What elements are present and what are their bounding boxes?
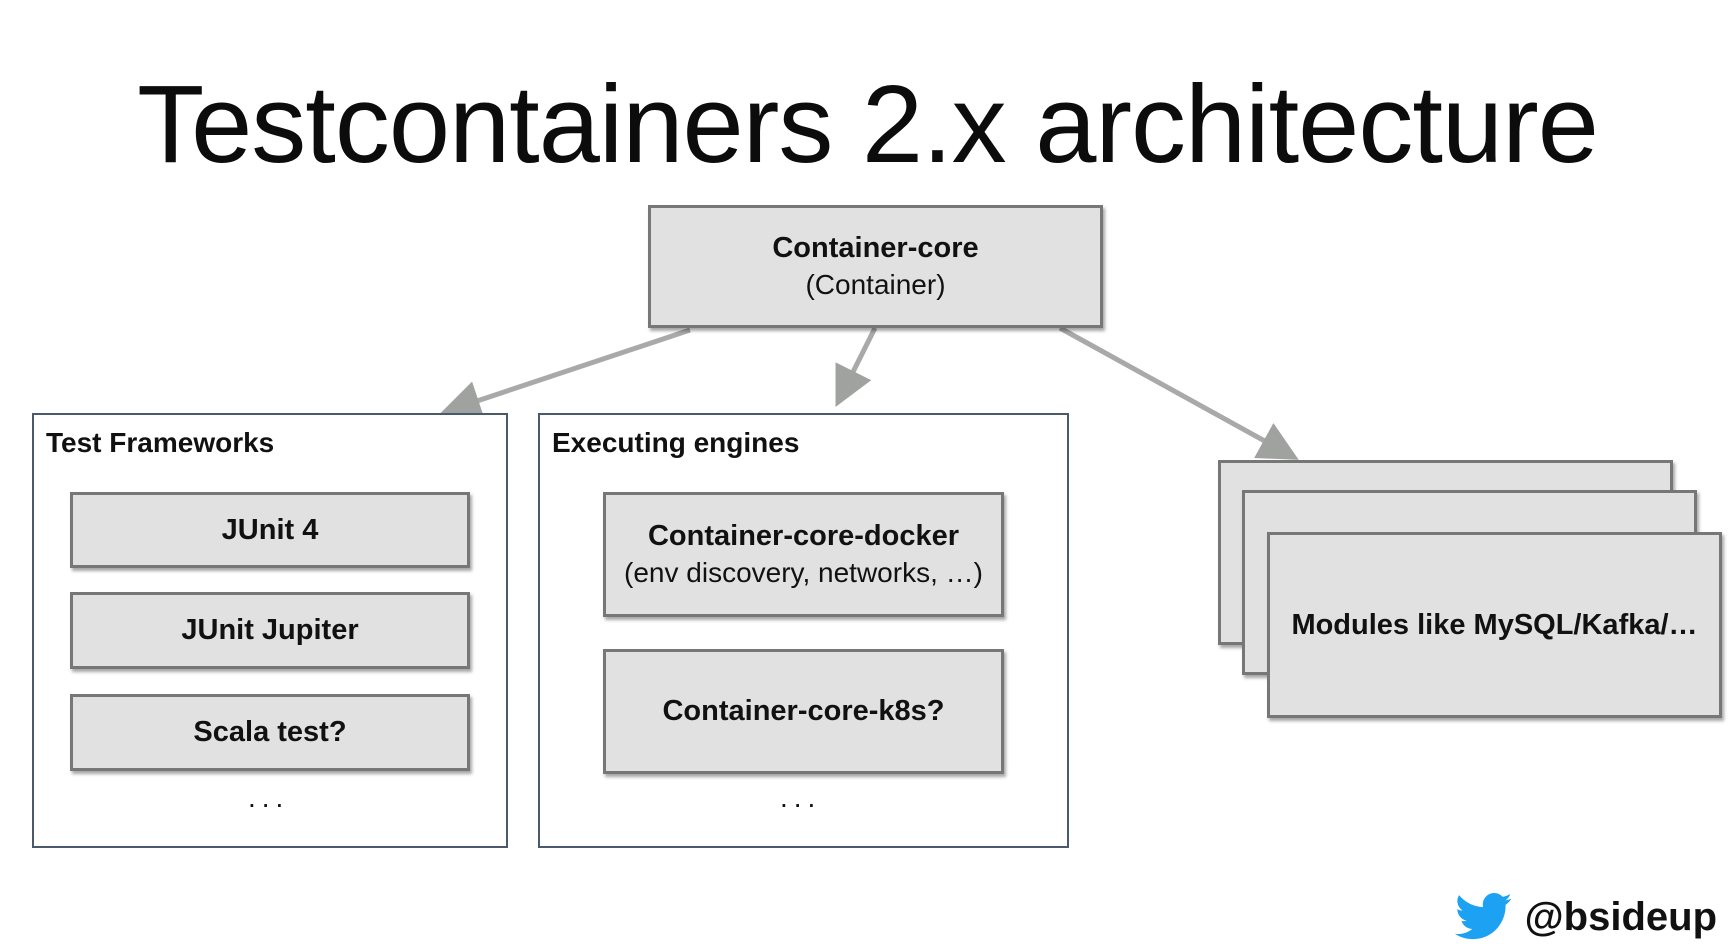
container-core-subtitle: (Container) <box>805 269 946 300</box>
container-core-docker-subtitle: (env discovery, networks, …) <box>624 557 983 588</box>
module-stack-front: Modules like MySQL/Kafka/… <box>1267 532 1722 718</box>
container-core-box: Container-core (Container) <box>648 205 1103 328</box>
container-core-docker-title: Container-core-docker <box>647 520 959 552</box>
twitter-handle-text: @bsideup <box>1524 894 1717 939</box>
container-core-title: Container-core <box>772 232 979 264</box>
twitter-bird-icon <box>1454 893 1512 940</box>
arrow-core-to-executing-engines <box>835 326 878 407</box>
framework-label: JUnit 4 <box>221 513 319 546</box>
test-frameworks-label: Test Frameworks <box>46 427 275 458</box>
executing-engines-ellipsis: ... <box>780 782 822 813</box>
twitter-handle: @bsideup <box>1454 893 1717 941</box>
modules-label: Modules like MySQL/Kafka/… <box>1291 608 1698 641</box>
container-core-k8s-title: Container-core-k8s? <box>662 695 945 727</box>
framework-label: JUnit Jupiter <box>181 614 359 646</box>
container-core-docker-box: Container-core-docker (env discovery, ne… <box>603 492 1004 617</box>
executing-engines-label: Executing engines <box>552 427 800 458</box>
test-frameworks-ellipsis: ... <box>248 782 290 813</box>
framework-label: Scala test? <box>193 716 347 748</box>
framework-junit-jupiter-box: JUnit Jupiter <box>70 592 470 669</box>
slide-title: Testcontainers 2.x architecture <box>137 63 1599 186</box>
arrow-core-to-modules <box>1058 325 1299 460</box>
arrow-core-to-test-frameworks <box>440 327 691 420</box>
framework-scala-test-box: Scala test? <box>70 694 470 771</box>
framework-junit4-box: JUnit 4 <box>70 492 470 568</box>
executing-engines-group: Executing engines <box>538 413 1069 848</box>
container-core-k8s-box: Container-core-k8s? <box>603 649 1004 774</box>
